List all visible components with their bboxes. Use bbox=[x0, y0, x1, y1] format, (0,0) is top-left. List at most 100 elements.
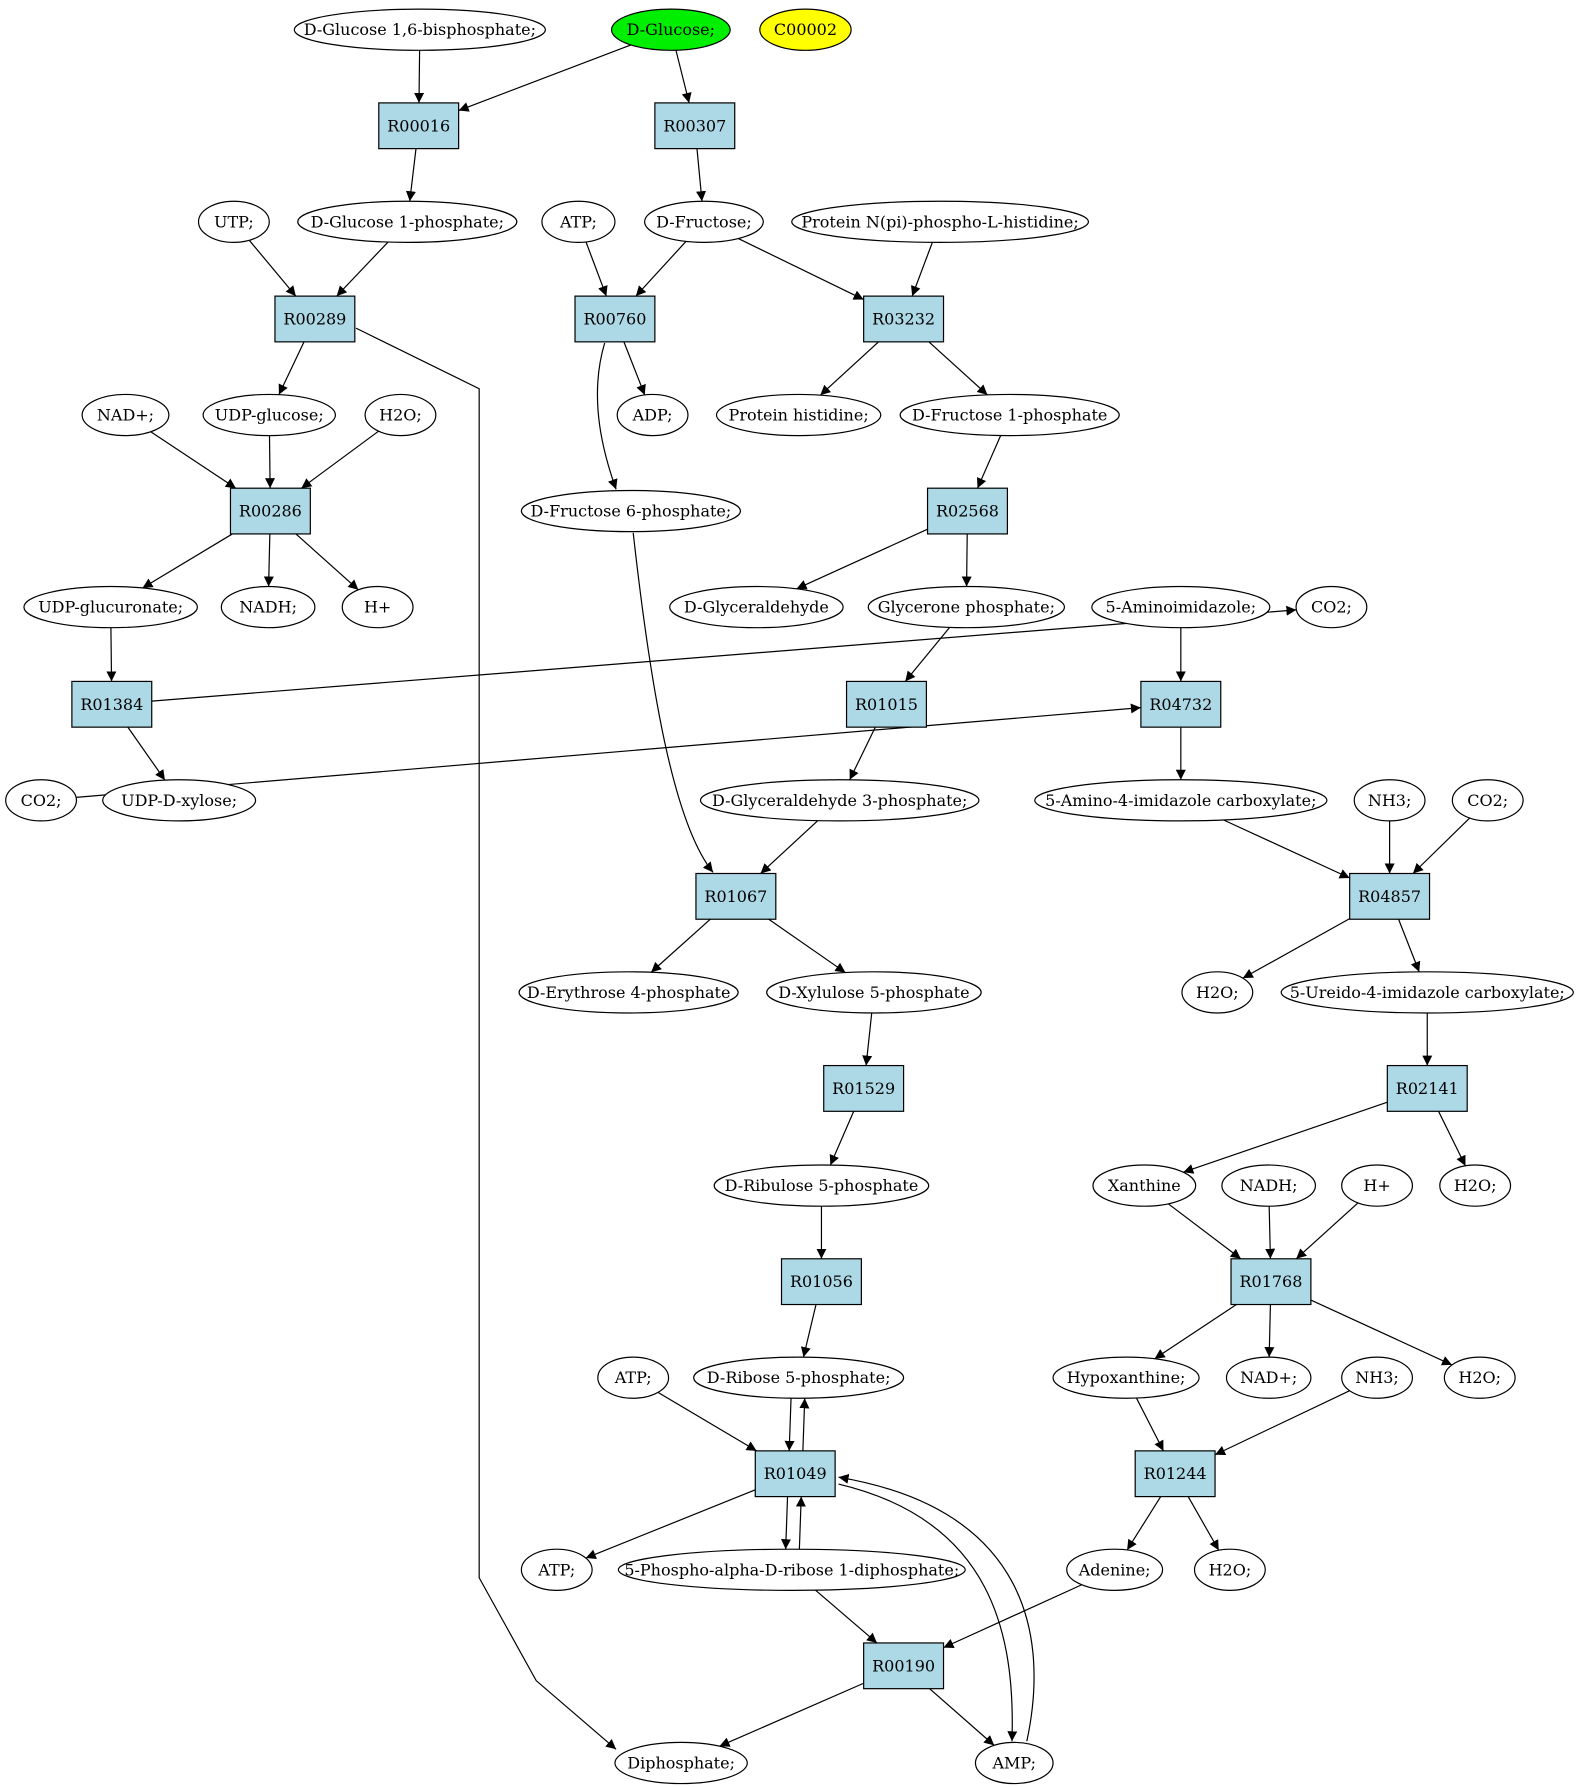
reaction-node-r04732[interactable]: R04732 bbox=[1140, 680, 1222, 728]
compound-node-c-5ai[interactable]: 5-Aminoimidazole; bbox=[1091, 585, 1271, 629]
reaction-label: R04857 bbox=[1358, 887, 1421, 906]
reaction-node-r00286[interactable]: R00286 bbox=[229, 487, 311, 535]
compound-node-c-h1[interactable]: H+ bbox=[341, 585, 414, 629]
compound-node-c-h2o4[interactable]: H2O; bbox=[1443, 1356, 1516, 1399]
compound-node-c-atp1[interactable]: ATP; bbox=[541, 200, 616, 243]
compound-node-c-prothis[interactable]: Protein histidine; bbox=[715, 393, 882, 437]
reaction-node-r03232[interactable]: R03232 bbox=[863, 295, 945, 343]
compound-node-c-ade[interactable]: Adenine; bbox=[1066, 1548, 1164, 1591]
compound-ellipse bbox=[715, 393, 882, 437]
compound-node-c-adp[interactable]: ADP; bbox=[616, 393, 689, 437]
reaction-node-r00307[interactable]: R00307 bbox=[654, 102, 736, 150]
edge-r-R01244-to-c-h2o5 bbox=[1187, 1496, 1220, 1551]
edge-c-xan-to-r-R01768 bbox=[1167, 1203, 1242, 1260]
compound-node-c-udpgluc[interactable]: UDP-glucuronate; bbox=[23, 585, 198, 629]
edge-r-R02141-to-c-h2o3 bbox=[1438, 1111, 1466, 1167]
compound-label: UDP-glucuronate; bbox=[38, 598, 183, 617]
compound-node-c-prpp[interactable]: 5-Phospho-alpha-D-ribose 1-diphosphate; bbox=[617, 1548, 966, 1591]
reaction-node-r04857[interactable]: R04857 bbox=[1349, 872, 1431, 920]
compound-ellipse bbox=[644, 200, 764, 243]
compound-node-c-ppi[interactable]: Diphosphate; bbox=[614, 1741, 748, 1785]
edge-c-nadh2-to-r-R01768 bbox=[1265, 1206, 1276, 1259]
compound-label: H2O; bbox=[1209, 1560, 1252, 1579]
edge-c-amp-to-r-R01049 bbox=[838, 1473, 1035, 1742]
edge-r-R02141-to-c-xan bbox=[1183, 1101, 1388, 1174]
compound-node-c-glucose[interactable]: D-Glucose; bbox=[610, 8, 731, 51]
edge-c-nh3b-to-r-R01244 bbox=[1214, 1390, 1350, 1456]
compound-node-c-c00002[interactable]: C00002 bbox=[759, 8, 852, 51]
compound-node-c-protnph[interactable]: Protein N(pi)-phospho-L-histidine; bbox=[791, 200, 1090, 243]
reaction-node-r00190[interactable]: R00190 bbox=[863, 1642, 945, 1690]
compound-node-c-nadh2[interactable]: NADH; bbox=[1221, 1164, 1317, 1207]
compound-node-c-udpglc[interactable]: UDP-glucose; bbox=[202, 393, 337, 437]
reaction-node-r01015[interactable]: R01015 bbox=[845, 680, 928, 728]
compound-node-c-h2o2[interactable]: H2O; bbox=[1181, 971, 1254, 1014]
compound-label: H+ bbox=[364, 598, 391, 617]
compound-node-c-x5p[interactable]: D-Xylulose 5-phosphate bbox=[766, 971, 982, 1014]
compound-node-c-co2b[interactable]: CO2; bbox=[5, 779, 78, 822]
compound-node-c-utp[interactable]: UTP; bbox=[197, 200, 270, 243]
reaction-node-r01529[interactable]: R01529 bbox=[823, 1064, 905, 1112]
compound-node-c-atp3[interactable]: ATP; bbox=[520, 1548, 593, 1591]
compound-node-c-co2c[interactable]: CO2; bbox=[1451, 779, 1524, 822]
compound-label: 5-Phospho-alpha-D-ribose 1-diphosphate; bbox=[624, 1560, 959, 1579]
compound-node-c-hyp[interactable]: Hypoxanthine; bbox=[1052, 1356, 1200, 1399]
compound-node-c-h2o1[interactable]: H2O; bbox=[364, 393, 437, 437]
compound-label: D-Glyceraldehyde 3-phosphate; bbox=[712, 791, 967, 810]
compound-node-c-amp[interactable]: AMP; bbox=[974, 1741, 1054, 1785]
compound-label: D-Ribose 5-phosphate; bbox=[707, 1368, 891, 1387]
compound-node-c-nh3b[interactable]: NH3; bbox=[1341, 1356, 1414, 1399]
compound-node-c-e4p[interactable]: D-Erythrose 4-phosphate bbox=[518, 971, 739, 1014]
compound-node-c-nadh1[interactable]: NADH; bbox=[220, 585, 316, 629]
compound-node-c-fructose[interactable]: D-Fructose; bbox=[644, 200, 764, 243]
compound-node-c-xan[interactable]: Xanthine bbox=[1092, 1164, 1197, 1207]
edge-c-ade-to-r-R00190 bbox=[943, 1584, 1083, 1649]
reaction-node-r01056[interactable]: R01056 bbox=[780, 1258, 862, 1306]
compound-node-c-g16bp[interactable]: D-Glucose 1,6-bisphosphate; bbox=[293, 8, 546, 51]
compound-node-c-h2o3[interactable]: H2O; bbox=[1439, 1164, 1512, 1207]
compound-node-c-nad2[interactable]: NAD+; bbox=[1225, 1356, 1312, 1399]
reaction-node-r00289[interactable]: R00289 bbox=[274, 295, 356, 343]
reaction-label: R01049 bbox=[764, 1464, 827, 1483]
compound-ellipse bbox=[5, 779, 78, 822]
compound-node-c-nad1[interactable]: NAD+; bbox=[81, 393, 170, 437]
compound-ellipse bbox=[1353, 779, 1426, 822]
reaction-box bbox=[229, 487, 311, 535]
reaction-node-r00016[interactable]: R00016 bbox=[378, 102, 460, 150]
compound-ellipse bbox=[1092, 1164, 1197, 1207]
compound-node-c-h2o5[interactable]: H2O; bbox=[1193, 1548, 1266, 1591]
compound-node-c-nh3a[interactable]: NH3; bbox=[1353, 779, 1426, 822]
edge-c-protnph-to-r-R03232 bbox=[911, 242, 933, 297]
compound-ellipse bbox=[1193, 1548, 1266, 1591]
compound-node-c-co2a[interactable]: CO2; bbox=[1295, 585, 1368, 629]
reaction-node-r01067[interactable]: R01067 bbox=[695, 872, 777, 920]
compound-node-c-5u4ic[interactable]: 5-Ureido-4-imidazole carboxylate; bbox=[1280, 971, 1574, 1014]
edge-r-R01768-to-c-hyp bbox=[1154, 1304, 1237, 1360]
compound-node-c-atp2[interactable]: ATP; bbox=[597, 1356, 670, 1399]
compound-node-c-g1p[interactable]: D-Glucose 1-phosphate; bbox=[297, 200, 518, 243]
reaction-node-r00760[interactable]: R00760 bbox=[574, 295, 656, 343]
compound-label: NADH; bbox=[239, 598, 297, 617]
compound-node-c-f6p[interactable]: D-Fructose 6-phosphate; bbox=[520, 489, 742, 533]
compound-node-c-r5p[interactable]: D-Ribose 5-phosphate; bbox=[693, 1356, 905, 1399]
reaction-node-r02141[interactable]: R02141 bbox=[1386, 1064, 1468, 1112]
compound-node-c-udpxyl[interactable]: UDP-D-xylose; bbox=[102, 779, 257, 822]
compound-node-c-glyp[interactable]: Glycerone phosphate; bbox=[867, 585, 1066, 629]
reaction-box bbox=[1386, 1064, 1468, 1112]
edge-c-co2b-to-r-R04732 bbox=[76, 703, 1141, 798]
compound-node-c-5a4ic[interactable]: 5-Amino-4-imidazole carboxylate; bbox=[1034, 779, 1328, 822]
compound-node-c-f1p[interactable]: D-Fructose 1-phosphate bbox=[899, 393, 1120, 437]
compound-label: CO2; bbox=[1467, 791, 1508, 810]
compound-label: D-Glucose 1,6-bisphosphate; bbox=[304, 20, 536, 39]
reaction-node-r01244[interactable]: R01244 bbox=[1134, 1450, 1216, 1498]
compound-node-c-glyald[interactable]: D-Glyceraldehyde bbox=[669, 585, 844, 629]
compound-node-c-ru5p[interactable]: D-Ribulose 5-phosphate bbox=[713, 1164, 930, 1207]
reaction-node-r01049[interactable]: R01049 bbox=[754, 1450, 836, 1498]
reaction-node-r01768[interactable]: R01768 bbox=[1230, 1258, 1312, 1306]
compound-node-c-g3p[interactable]: D-Glyceraldehyde 3-phosphate; bbox=[699, 779, 980, 822]
compound-node-c-h2[interactable]: H+ bbox=[1341, 1164, 1414, 1207]
edge-c-h2o1-to-r-R00286 bbox=[301, 430, 379, 489]
reaction-node-r01384[interactable]: R01384 bbox=[71, 680, 153, 728]
reaction-node-r02568[interactable]: R02568 bbox=[926, 487, 1009, 535]
compound-ellipse bbox=[759, 8, 852, 51]
